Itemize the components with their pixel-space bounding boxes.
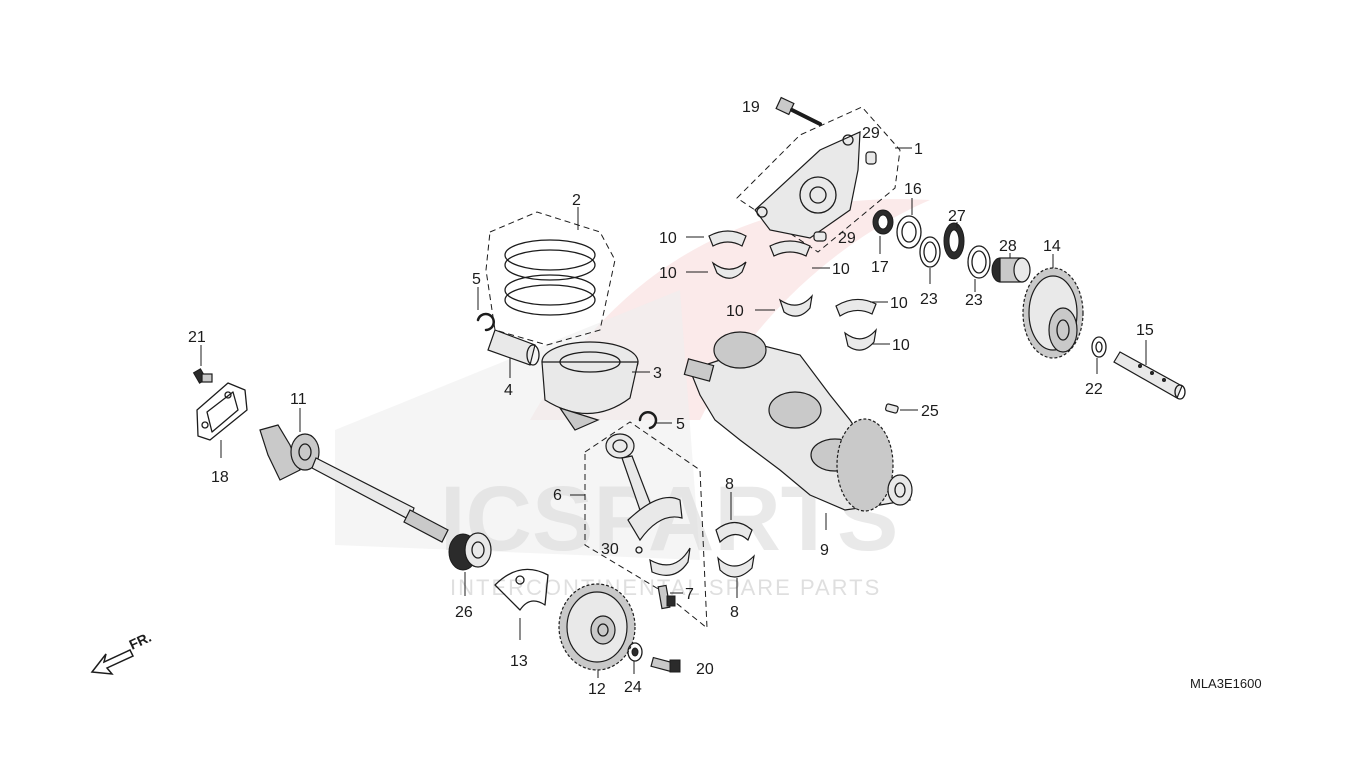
part-5-circlip-upper[interactable] [476, 312, 495, 332]
part-2-piston-rings[interactable] [485, 211, 616, 346]
callout-24: 24 [624, 679, 642, 696]
callout-8-lower: 8 [730, 604, 739, 621]
callout-28: 28 [999, 238, 1017, 255]
callout-4: 4 [504, 382, 513, 399]
part-6-connecting-rod[interactable] [584, 421, 708, 630]
watermark: ICSPARTS INTERCONTINENTAL SPARE PARTS [335, 199, 930, 600]
part-29-dowel-pin-lower[interactable] [813, 231, 827, 242]
callout-16: 16 [904, 181, 922, 198]
callout-23-left: 23 [920, 291, 938, 308]
part-22-washer[interactable] [1091, 336, 1107, 358]
callout-8-upper: 8 [725, 476, 734, 493]
part-23-shim-left[interactable] [919, 236, 941, 268]
part-14-driven-gear[interactable] [1022, 267, 1084, 359]
part-8-crankpin-bearing-lower[interactable] [717, 554, 755, 578]
callout-7: 7 [685, 586, 694, 603]
part-10-bearing-shell-4[interactable] [778, 294, 813, 317]
part-12-balancer-gear[interactable] [558, 583, 636, 671]
callout-27: 27 [948, 208, 966, 225]
callout-17: 17 [871, 259, 889, 276]
callout-9: 9 [820, 542, 829, 559]
part-15-shaft[interactable] [1113, 351, 1186, 400]
part-10-bearing-shell-6[interactable] [844, 328, 877, 351]
callout-18: 18 [211, 469, 229, 486]
callout-25: 25 [921, 403, 939, 420]
callout-21: 21 [188, 329, 206, 346]
callout-13: 13 [510, 653, 528, 670]
callout-29-lower: 29 [838, 230, 856, 247]
callout-10-1: 10 [659, 230, 677, 247]
part-18-gasket[interactable] [196, 382, 248, 441]
callout-2: 2 [572, 192, 581, 209]
part-23-shim-right[interactable] [967, 245, 991, 279]
callout-19: 19 [742, 99, 760, 116]
callout-22: 22 [1085, 381, 1103, 398]
front-arrow-icon [90, 649, 135, 675]
callout-12: 12 [588, 681, 606, 698]
part-9-crankshaft[interactable] [683, 331, 913, 512]
front-direction-label: FR. [127, 629, 154, 653]
part-10-bearing-shell-5[interactable] [835, 298, 877, 317]
part-24-washer[interactable] [627, 642, 643, 662]
part-1-cover[interactable] [736, 106, 901, 253]
callout-10-4: 10 [726, 303, 744, 320]
callout-23-right: 23 [965, 292, 983, 309]
part-3-piston[interactable] [541, 341, 639, 431]
callout-11: 11 [290, 391, 307, 408]
callout-20: 20 [696, 661, 714, 678]
callout-30: 30 [601, 541, 619, 558]
part-16-washer[interactable] [896, 215, 922, 249]
part-30-pin[interactable] [635, 546, 643, 554]
part-26-ball-bearing[interactable] [448, 532, 492, 571]
part-29-dowel-pin-upper[interactable] [865, 151, 877, 165]
part-10-bearing-shell-3[interactable] [769, 240, 811, 257]
part-20-flange-bolt[interactable] [650, 656, 681, 673]
part-5-circlip-lower[interactable] [638, 411, 658, 430]
callout-10-2: 10 [659, 265, 677, 282]
callout-29-upper: 29 [862, 125, 880, 142]
part-4-piston-pin[interactable] [487, 329, 540, 366]
callout-3: 3 [653, 365, 662, 382]
part-10-bearing-shell-2[interactable] [711, 261, 747, 279]
part-11-balancer-shaft[interactable] [259, 424, 449, 543]
drawing-code: MLA3E1600 [1190, 676, 1262, 691]
callout-1: 1 [914, 141, 923, 158]
callout-10-5: 10 [890, 295, 908, 312]
callout-5-upper: 5 [472, 271, 481, 288]
callout-14: 14 [1043, 238, 1061, 255]
part-27-thrust-bearing[interactable] [943, 222, 965, 260]
part-17-oil-seal[interactable] [872, 209, 894, 235]
part-10-bearing-shell-1[interactable] [708, 230, 747, 247]
part-8-crankpin-bearing-upper[interactable] [715, 521, 753, 544]
callout-10-3: 10 [832, 261, 850, 278]
part-13-balancer-weight[interactable] [494, 568, 549, 611]
part-21-bolt[interactable] [192, 368, 213, 384]
part-7-rod-bolt[interactable] [657, 584, 676, 610]
callout-6: 6 [553, 487, 562, 504]
part-28-needle-bearing[interactable] [991, 257, 1031, 283]
callout-5-lower: 5 [676, 416, 685, 433]
callout-10-6: 10 [892, 337, 910, 354]
part-25-key[interactable] [885, 403, 899, 414]
callout-26: 26 [455, 604, 473, 621]
part-19-bolt[interactable] [775, 96, 822, 126]
callout-15: 15 [1136, 322, 1154, 339]
front-direction-indicator: FR. [90, 629, 154, 675]
